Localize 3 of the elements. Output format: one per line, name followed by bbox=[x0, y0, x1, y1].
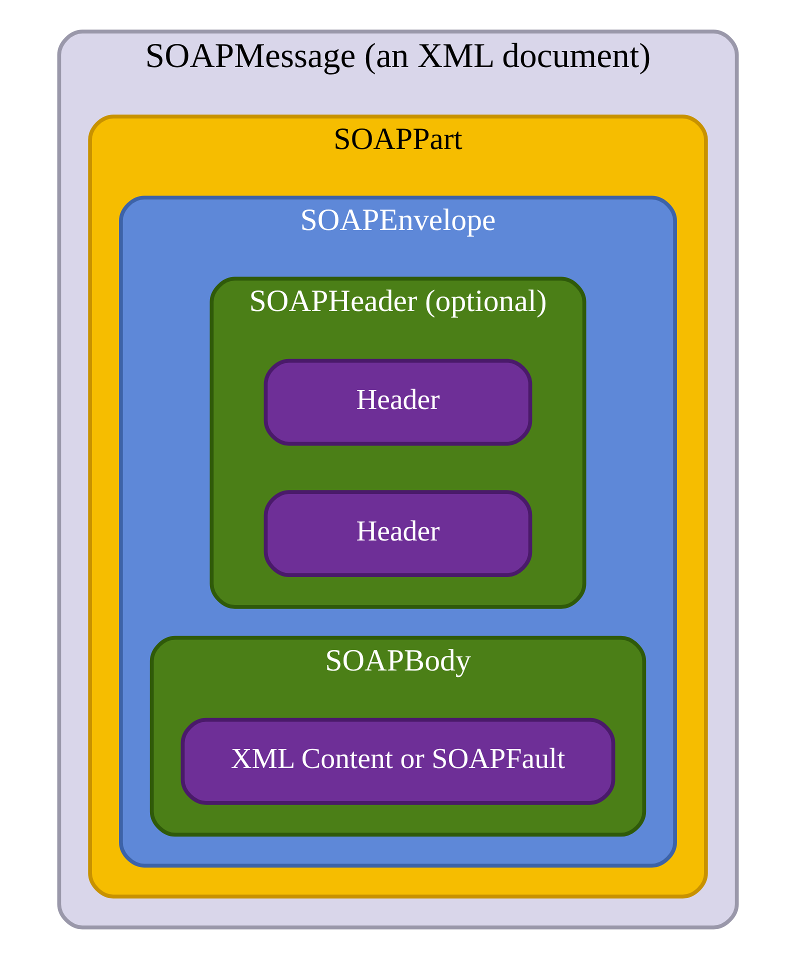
node-box: XML Content or SOAPFault bbox=[180, 718, 616, 805]
node-box: Header bbox=[264, 490, 532, 577]
node-box: Header bbox=[264, 358, 532, 446]
